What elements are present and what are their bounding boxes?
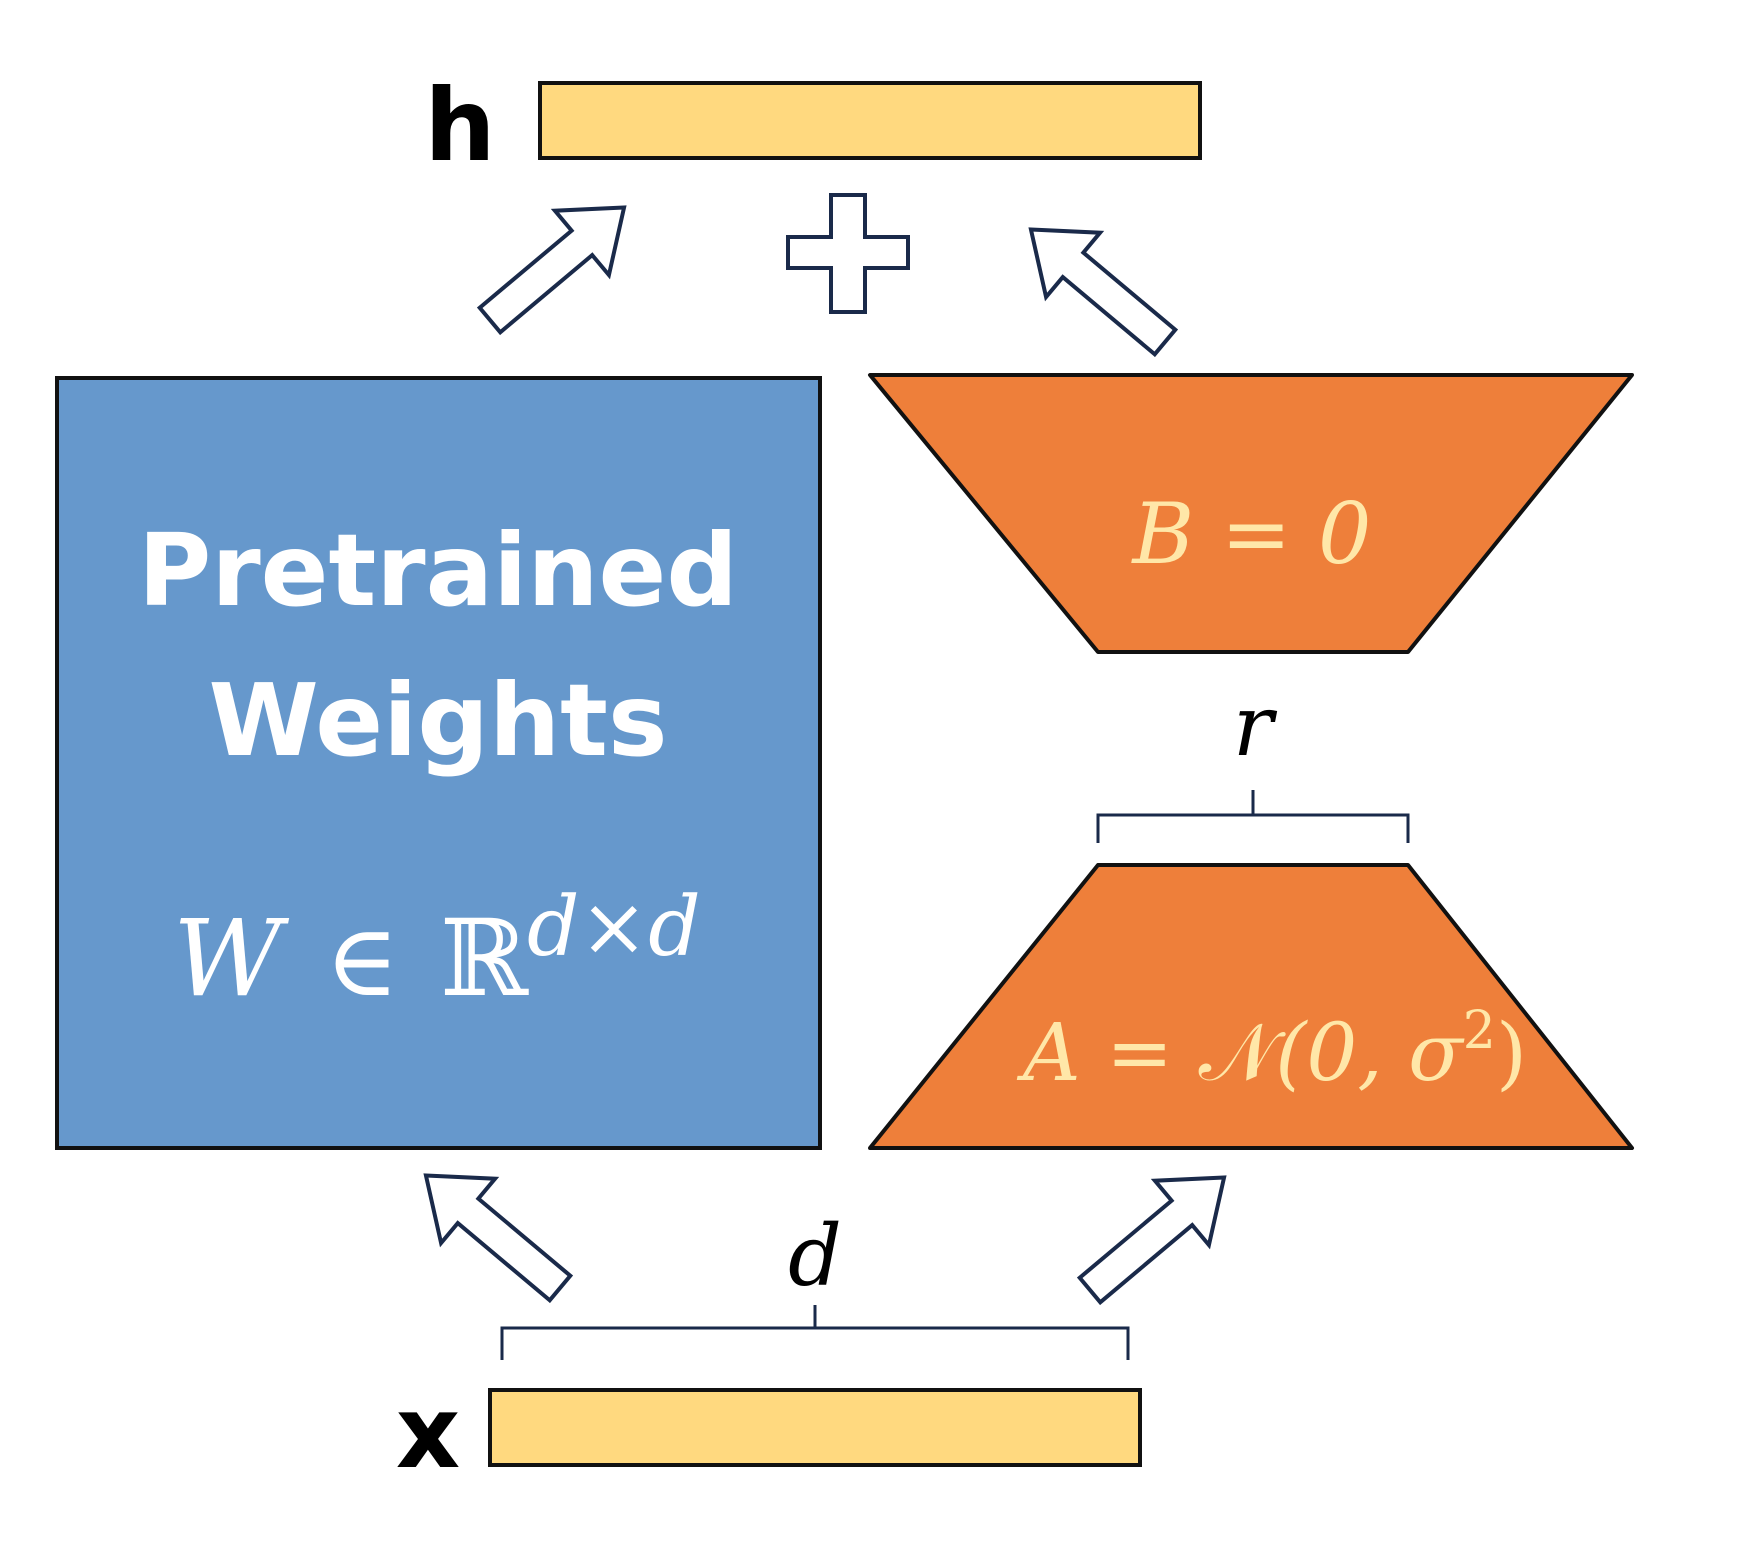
matrix-a-args: (0, σ [1275,1006,1465,1099]
plus-symbol [786,193,910,314]
pretrained-title-line2: Weights [209,662,668,779]
input-vector-x [488,1388,1142,1467]
matrix-a-lhs: A = [1016,1006,1199,1099]
eq-w: W [173,897,290,1020]
pretrained-weights-block [55,376,822,1150]
arrow-x-to-pretrained-icon [423,1173,574,1304]
pretrained-equation: W ∈ ℝ d×d [173,880,701,1020]
dimension-label: d [788,1207,842,1305]
pretrained-title-line1: Pretrained [138,512,738,629]
eq-element-of: ∈ [325,902,399,1019]
matrix-a-normal: 𝒩 [1199,1006,1287,1099]
eq-real-set: ℝ [440,897,529,1020]
output-label: h [424,67,495,184]
arrow-x-to-a-icon [1076,1175,1227,1306]
eq-exponent: d×d [527,880,701,975]
arrow-pretrained-to-h-icon [476,205,627,336]
input-label: x [396,1374,461,1491]
matrix-a-close: ) [1496,1006,1527,1099]
matrix-b-label: B = 0 [1131,485,1372,583]
dimension-brace [500,1305,1130,1360]
rank-brace [1096,790,1410,843]
matrix-a-block [868,863,1634,1150]
matrix-b-block [868,373,1634,654]
rank-label: r [1233,677,1278,775]
matrix-a-exp: 2 [1463,1001,1496,1061]
arrows [423,205,1227,1306]
matrix-a-label: A = 𝒩(0, σ2) [1016,1001,1527,1099]
arrow-b-to-h-icon [1028,227,1179,358]
output-vector-h [538,81,1202,160]
